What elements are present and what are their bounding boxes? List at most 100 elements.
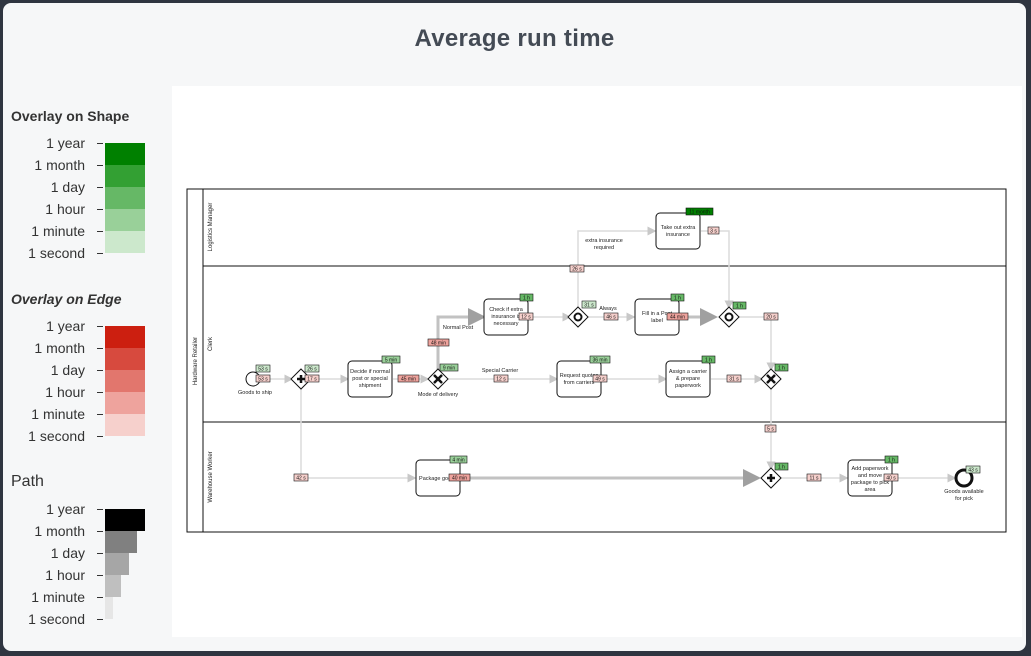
svg-text:Request quotes: Request quotes (560, 373, 599, 379)
app-frame: Average run time Overlay on Shape 1 year… (3, 3, 1026, 651)
overlay-badge: 11 month (685, 207, 714, 216)
end-event[interactable] (954, 468, 974, 488)
legend-tick (97, 209, 103, 210)
legend-tick (97, 436, 103, 437)
svg-text:paperwork: paperwork (675, 383, 701, 389)
legend-tick (97, 231, 103, 232)
svg-text:43 s: 43 s (968, 468, 978, 474)
task-check-insurance[interactable]: Check if extra insurance is necessary (483, 298, 529, 336)
legend-swatch (105, 231, 145, 253)
legend-scale-label: 1 year (46, 501, 85, 517)
svg-text:Check if extra: Check if extra (489, 307, 524, 313)
legend-scale-label: 1 second (28, 245, 85, 261)
task-extra-insurance[interactable]: Take out extra insurance (655, 212, 701, 250)
overlay-badge: 26 s (304, 364, 320, 373)
svg-text:36 min: 36 min (592, 358, 607, 364)
svg-text:Fill in a Post: Fill in a Post (642, 311, 672, 317)
overlay-badge: 53 s (255, 374, 271, 383)
svg-text:Take out extra: Take out extra (661, 225, 696, 231)
legend-scale-label: 1 minute (31, 589, 85, 605)
legend-scale-label: 1 hour (45, 567, 85, 583)
legend-swatch (105, 143, 145, 165)
overlay-badge: 4 min (449, 455, 468, 464)
bpmn-diagram[interactable]: Hardware Retailer Logistics Manager Cler… (172, 86, 1022, 637)
svg-text:1 h: 1 h (523, 296, 530, 302)
svg-text:1 h: 1 h (705, 358, 712, 364)
svg-text:1 h: 1 h (778, 366, 785, 372)
task-fill-post-label[interactable]: Fill in a Post label (634, 298, 680, 336)
extra-insurance-label-2: required (594, 245, 614, 251)
task-decide-shipment[interactable]: Decide if normal post or special shipmen… (347, 360, 393, 398)
svg-text:40 s: 40 s (886, 476, 896, 482)
edge-legend-heading: Overlay on Edge (11, 291, 122, 307)
overlay-badge: 17 s (304, 374, 320, 383)
overlay-badge: 44 min (666, 312, 689, 321)
svg-text:Add paperwork: Add paperwork (852, 466, 889, 472)
svg-text:1 h: 1 h (674, 296, 681, 302)
legend-swatch (105, 575, 121, 597)
sequence-flows (259, 226, 957, 483)
legend-swatch (105, 370, 145, 392)
legend-swatch (105, 209, 145, 231)
parallel-join-gateway[interactable] (760, 467, 782, 489)
legend-scale-label: 1 second (28, 611, 85, 627)
legend-tick (97, 370, 103, 371)
exclusive-join-gateway[interactable] (760, 368, 782, 390)
svg-text:Decide if normal: Decide if normal (350, 369, 390, 375)
task-assign-carrier[interactable]: Assign a carrier & prepare paperwork (665, 360, 711, 398)
overlay-badge: 43 s (965, 465, 981, 474)
svg-text:post or special: post or special (352, 376, 387, 382)
svg-text:Package goods: Package goods (419, 476, 457, 482)
legend-swatch (105, 187, 145, 209)
legend-swatch (105, 531, 137, 553)
svg-text:package to pick: package to pick (851, 480, 889, 486)
legend-swatch (105, 509, 145, 531)
bpmn-canvas[interactable]: Hardware Retailer Logistics Manager Cler… (172, 86, 1022, 637)
overlay-badge: 12 s (518, 312, 534, 321)
overlay-badge: 31 s (581, 300, 597, 309)
inclusive-join-gateway[interactable] (718, 306, 740, 328)
overlay-badge: 1 h (732, 301, 747, 310)
svg-text:53 s: 53 s (258, 377, 268, 383)
svg-text:& prepare: & prepare (676, 376, 700, 382)
legend-tick (97, 253, 103, 254)
shape-legend-heading: Overlay on Shape (11, 108, 130, 124)
svg-text:area: area (864, 487, 876, 493)
overlay-badge: 12 s (493, 374, 509, 383)
inclusive-split-gateway[interactable] (567, 306, 589, 328)
svg-text:31 s: 31 s (584, 303, 594, 309)
svg-text:5 min: 5 min (385, 358, 397, 364)
legend-scale-label: 1 month (34, 523, 85, 539)
legend-swatch (105, 326, 145, 348)
lane-label-warehouse: Warehouse Worker (208, 451, 214, 502)
legend-tick (97, 553, 103, 554)
svg-text:44 min: 44 min (670, 315, 685, 321)
legend-swatch (105, 553, 129, 575)
pool-label: Hardware Retailer (193, 337, 199, 385)
path-legend-heading: Path (11, 473, 44, 490)
overlay-badge: 1 h (774, 363, 789, 372)
pool (186, 188, 1007, 533)
legend-tick (97, 326, 103, 327)
svg-text:42 s: 42 s (296, 476, 306, 482)
legend-scale-label: 1 day (50, 545, 85, 561)
mode-of-delivery-label: Mode of delivery (418, 392, 459, 398)
overlay-badge: 20 s (763, 312, 779, 321)
task-add-paperwork[interactable]: Add paperwork and move package to pick a… (847, 459, 893, 497)
mode-of-delivery-gateway[interactable] (427, 368, 449, 390)
overlay-badge: 1 h (884, 455, 899, 464)
svg-text:necessary: necessary (493, 321, 518, 327)
svg-text:insurance is: insurance is (491, 314, 521, 320)
legend-tick (97, 619, 103, 620)
overlay-badge: 31 s (726, 374, 742, 383)
svg-text:53 s: 53 s (258, 367, 268, 373)
svg-text:26 s: 26 s (307, 367, 317, 373)
svg-text:from carriers: from carriers (564, 380, 595, 386)
overlay-badge: 48 min (427, 338, 450, 347)
legend-scale-label: 1 year (46, 135, 85, 151)
svg-text:45 min: 45 min (401, 377, 416, 383)
svg-text:9 min: 9 min (443, 366, 455, 372)
overlay-badge: 53 s (255, 364, 271, 373)
always-label: Always (599, 306, 617, 312)
legend-tick (97, 348, 103, 349)
